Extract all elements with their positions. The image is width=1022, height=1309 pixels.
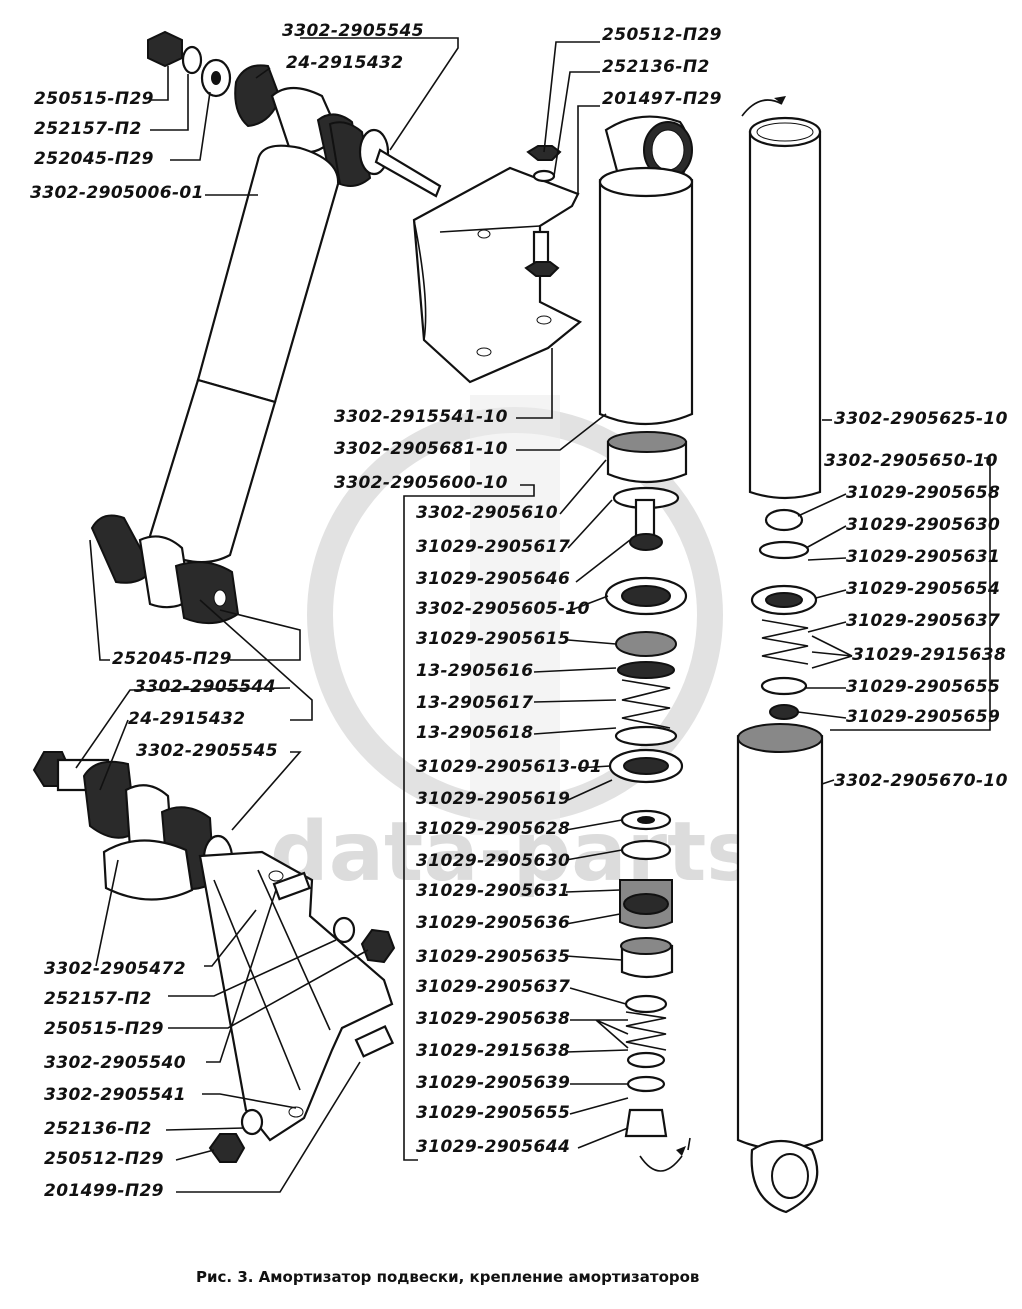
part-label: 31029-2905655 [846,677,1000,697]
part-label: 3302-2905545 [282,21,424,41]
part-label: 252045-П29 [34,149,154,169]
part-label: 31029-2915638 [416,1041,570,1061]
part-label: 252045-П29 [112,649,232,669]
part-label: 31029-2905615 [416,629,570,649]
part-label: 250512-П29 [44,1149,164,1169]
part-label: 31029-2905639 [416,1073,570,1093]
watermark-text: data-parts [270,805,755,900]
part-label: 31029-2905637 [416,977,570,997]
part-label: 31029-2905631 [416,881,570,901]
part-label: 3302-2905605-10 [416,599,590,619]
part-label: 24-2915432 [286,53,404,73]
part-label: 3302-2905472 [44,959,186,979]
part-label: 3302-2905681-10 [334,439,508,459]
part-label: 252157-П2 [34,119,142,139]
part-label: 3302-2905670-10 [834,771,1008,791]
part-label: 31029-2905638 [416,1009,570,1029]
part-label: 31029-2905644 [416,1137,570,1157]
part-label: 24-2915432 [128,709,246,729]
part-label: 201497-П29 [602,89,722,109]
part-label: 3302-2905540 [44,1053,186,1073]
part-label: 31029-2905658 [846,483,1000,503]
part-label: 31029-2905635 [416,947,570,967]
part-label: 3302-2905625-10 [834,409,1008,429]
part-label: 3302-2905610 [416,503,558,523]
figure-caption: Рис. 3. Амортизатор подвески, крепление … [196,1268,699,1286]
part-label: 13-2905618 [416,723,534,743]
part-label: 201499-П29 [44,1181,164,1201]
lower-mount [32,751,396,1163]
part-label: 31029-2905637 [846,611,1000,631]
part-label: 250515-П29 [44,1019,164,1039]
shock-absorber-exploded-right [736,96,824,1214]
part-label: 31029-2905617 [416,537,570,557]
part-label: 31029-2905628 [416,819,570,839]
part-label: 250515-П29 [34,89,154,109]
part-label: 31029-2905619 [416,789,570,809]
part-label: 3302-2905006-01 [30,183,204,203]
watermark: data-parts [270,395,755,900]
upper-bracket [412,145,583,384]
part-label: 3302-2905650-10 [824,451,998,471]
part-label: 3302-2905545 [136,741,278,761]
part-label: 252136-П2 [44,1119,152,1139]
part-labels: 3302-2905545 24-2915432 250515-П29 25215… [30,21,1008,1201]
part-label: 31029-2905654 [846,579,1000,599]
part-label: 31029-2905659 [846,707,1000,727]
part-label: 31029-2905630 [416,851,570,871]
part-label: 250512-П29 [602,25,722,45]
part-label: 13-2905617 [416,693,534,713]
leader-lines [75,37,991,1193]
shock-absorber-assembled [90,30,442,625]
shock-absorber-exploded-center [598,115,694,1172]
part-label: 3302-2905541 [44,1085,186,1105]
part-label: 3302-2905544 [134,677,276,697]
part-label: 13-2905616 [416,661,534,681]
part-label: 31029-2905655 [416,1103,570,1123]
part-label: 31029-2905613-01 [416,757,602,777]
part-label: 31029-2915638 [852,645,1006,665]
part-label: 31029-2905631 [846,547,1000,567]
part-label: 252157-П2 [44,989,152,1009]
part-label: 3302-2905600-10 [334,473,508,493]
part-label: 252136-П2 [602,57,710,77]
part-label: 3302-2915541-10 [334,407,508,427]
part-label: 31029-2905630 [846,515,1000,535]
part-label: 31029-2905636 [416,913,570,933]
part-label: 31029-2905646 [416,569,570,589]
